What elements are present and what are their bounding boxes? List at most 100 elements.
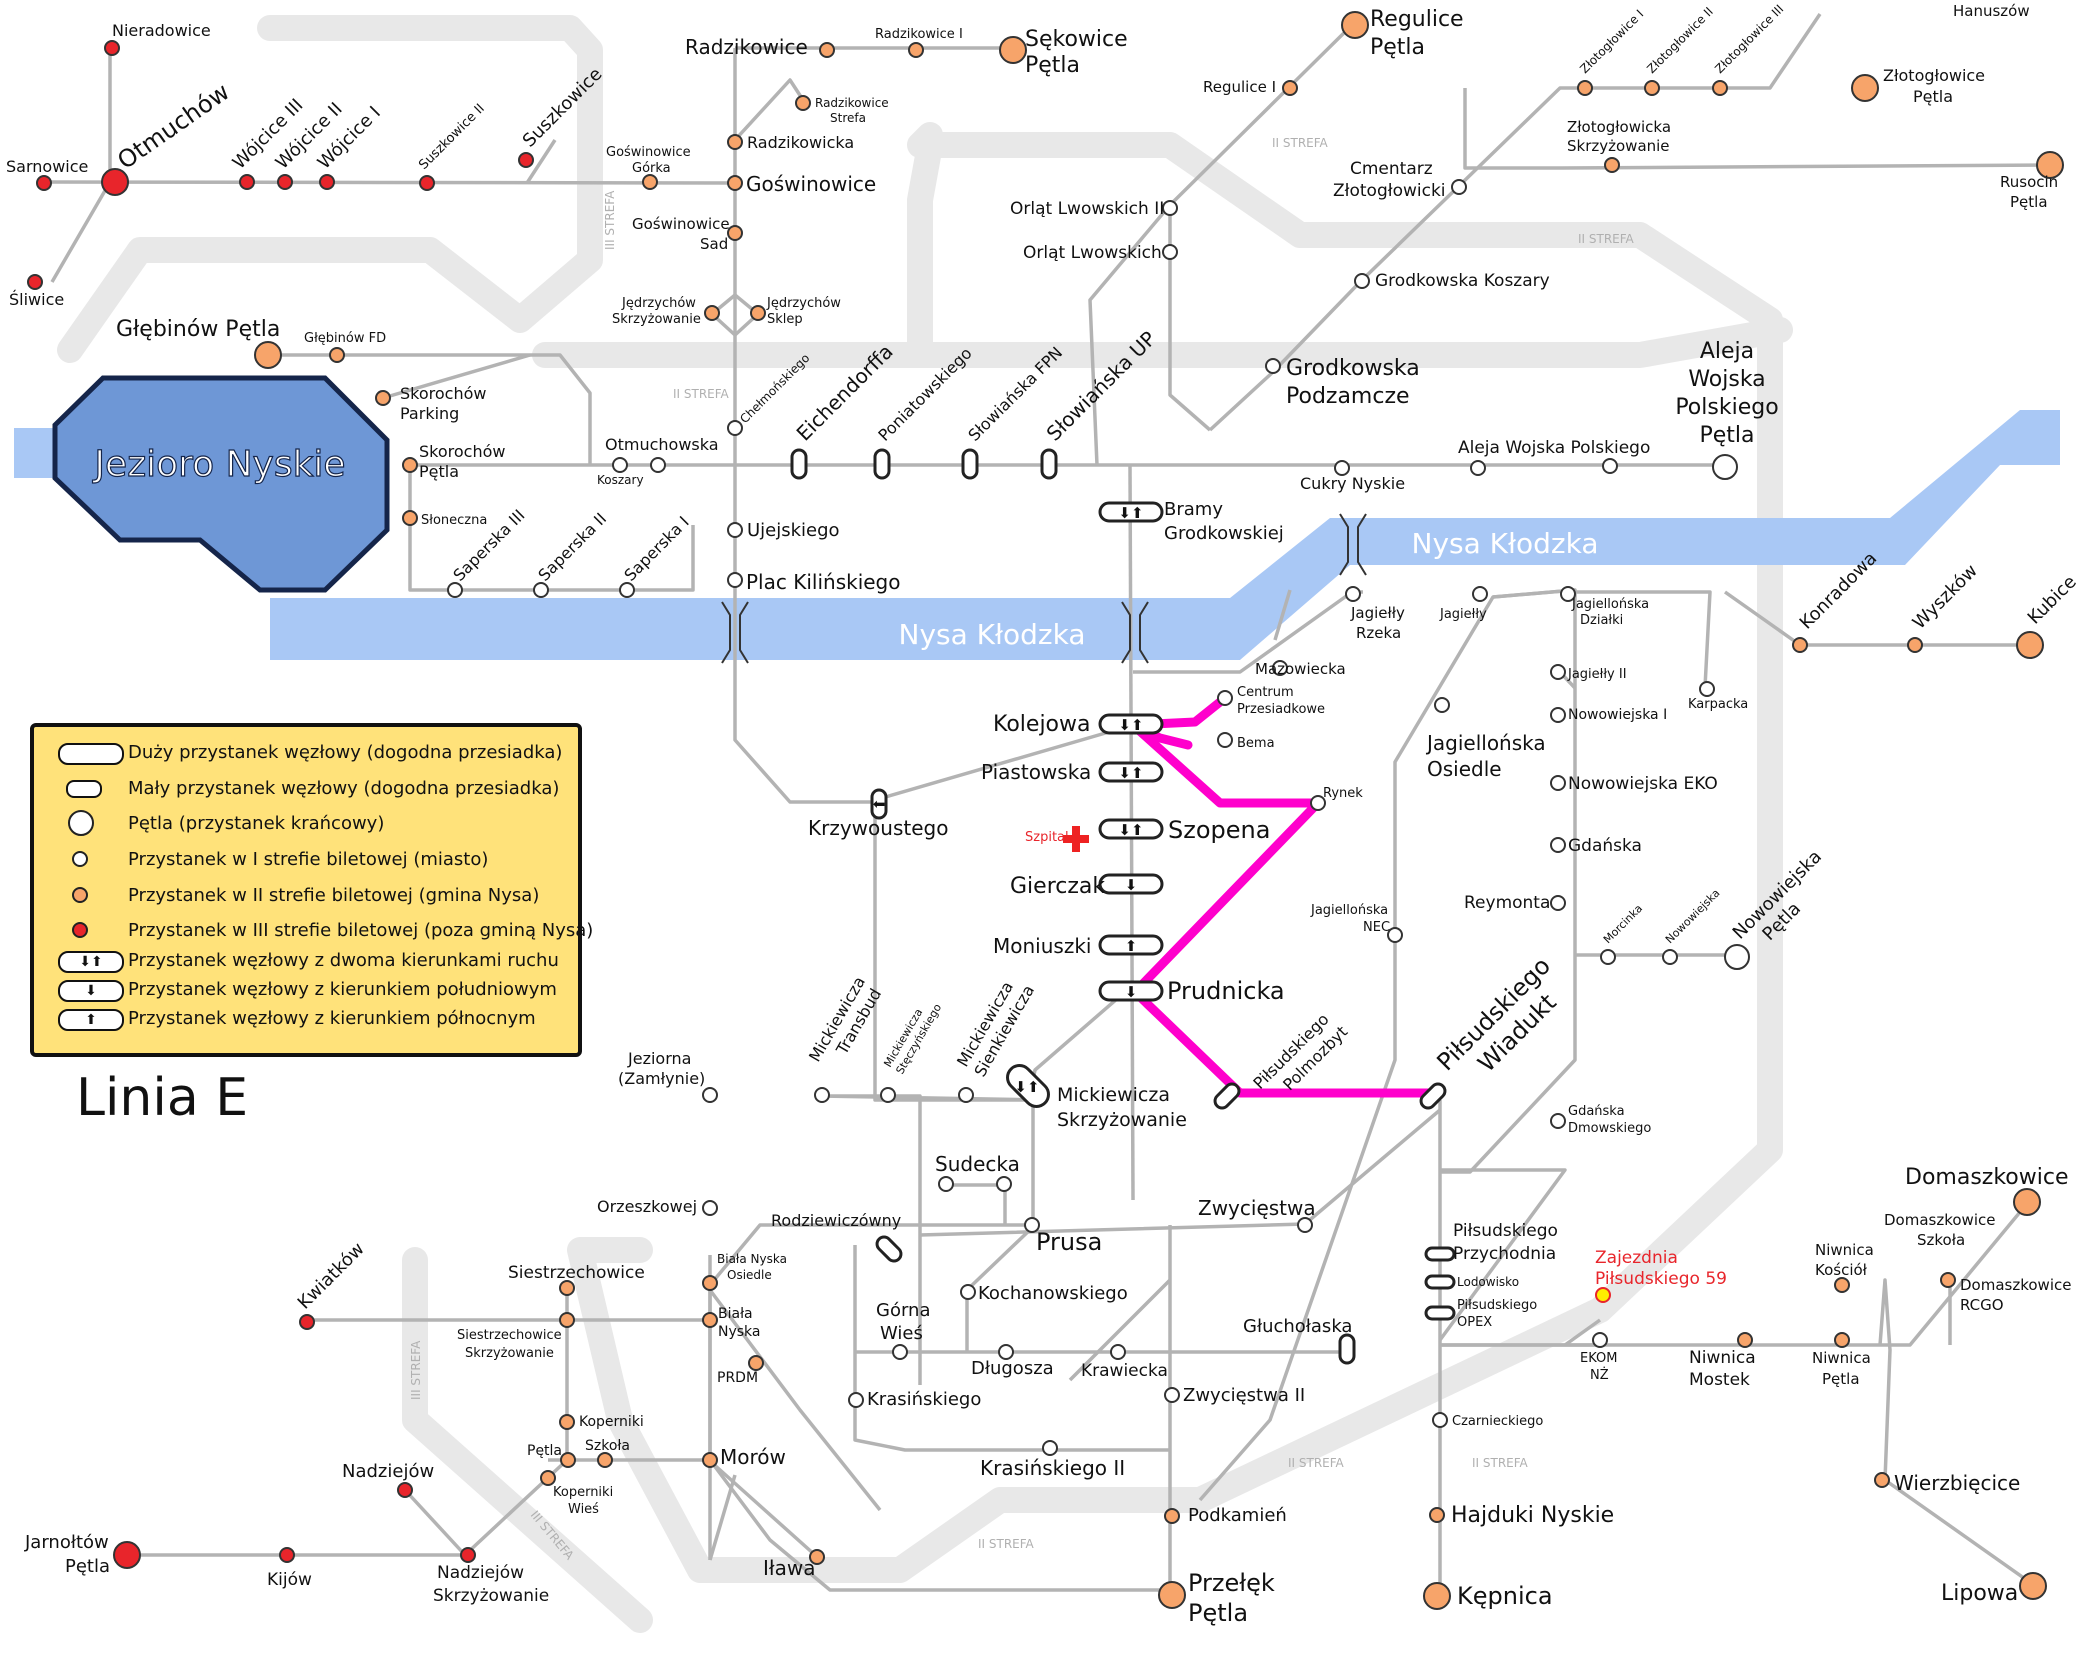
label-mick-steczynskiego: MickiewiczaStęczyńskiego bbox=[881, 994, 944, 1076]
stops-zone-2 bbox=[254, 11, 2064, 1610]
label-kwiatkow: Kwiatków bbox=[294, 1238, 369, 1313]
label-morow: Morów bbox=[720, 1445, 786, 1469]
svg-text:⬇⬆: ⬇⬆ bbox=[1118, 504, 1143, 522]
label-zwyciestwa: Zwycięstwa bbox=[1198, 1196, 1316, 1220]
label-prudnicka: Prudnicka bbox=[1167, 977, 1285, 1005]
legend-row-zone2: Przystanek w II strefie biletowej (gmina… bbox=[56, 880, 539, 910]
zone-2-stop-icon bbox=[72, 887, 88, 903]
label-hajduki: Hajduki Nyskie bbox=[1451, 1503, 1614, 1528]
legend-row-north: ⬆ Przystanek węzłowy z kierunkiem północ… bbox=[56, 1003, 536, 1033]
label-szopena: Szopena bbox=[1168, 816, 1270, 844]
label-radzikowicka: Radzikowicka bbox=[747, 133, 854, 152]
label-krasinskiego2: Krasińskiego II bbox=[980, 1456, 1125, 1480]
legend-text: Przystanek w III strefie biletowej (poza… bbox=[128, 919, 594, 941]
map-title: Linia E bbox=[76, 1068, 249, 1128]
stops-zone-3 bbox=[27, 40, 534, 1569]
zone-3-stop-icon bbox=[72, 922, 88, 938]
svg-text:⬇⬆: ⬇⬆ bbox=[1014, 1078, 1039, 1096]
both-directions-icon: ⬇⬆ bbox=[58, 951, 124, 973]
label-wierzbiecice: Wierzbięcice bbox=[1894, 1471, 2020, 1495]
legend-text: Przystanek węzłowy z kierunkiem północny… bbox=[128, 1007, 536, 1029]
label-krasinskiego: Krasińskiego bbox=[867, 1389, 981, 1410]
label-sloneczna: Słoneczna bbox=[421, 513, 487, 528]
label-moniuszki: Moniuszki bbox=[993, 934, 1091, 958]
label-petla-kop: Pętla bbox=[527, 1443, 562, 1459]
label-sliwice: Śliwice bbox=[9, 290, 64, 309]
label-glucholaska: Głuchołaska bbox=[1243, 1316, 1352, 1337]
label-koszary: Koszary bbox=[597, 473, 644, 487]
label-otmuchowska: Otmuchowska bbox=[605, 435, 719, 454]
large-hub-icon bbox=[58, 743, 124, 765]
zone-bands bbox=[57, 15, 1793, 1633]
label-podkamien: Podkamień bbox=[1188, 1505, 1287, 1526]
label-ujejskiego: Ujejskiego bbox=[747, 520, 840, 541]
label-otmuchow: Otmuchów bbox=[112, 78, 234, 175]
label-krzywoustego: Krzywoustego bbox=[808, 816, 948, 840]
label-radzikowice1: Radzikowice I bbox=[875, 27, 963, 42]
label-czarnieckiego: Czarnieckiego bbox=[1452, 1414, 1543, 1429]
label-siestrzechowice: Siestrzechowice bbox=[508, 1263, 645, 1283]
svg-text:⬇⬆: ⬇⬆ bbox=[1118, 821, 1143, 839]
label-domaszkowice: Domaszkowice bbox=[1905, 1165, 2068, 1190]
river-label-1: Nysa Kłodzka bbox=[1412, 527, 1599, 560]
label-zlotoglowice1: Złotogłowice I bbox=[1577, 7, 1646, 76]
river-nysa bbox=[270, 410, 2060, 660]
zone-label-ii-6: II STREFA bbox=[978, 1537, 1035, 1551]
svg-text:⬇: ⬇ bbox=[1125, 876, 1138, 894]
legend-text: Przystanek w I strefie biletowej (miasto… bbox=[128, 848, 489, 870]
legend-row-terminus: Pętla (przystanek krańcowy) bbox=[56, 808, 384, 838]
label-rynek: Rynek bbox=[1323, 786, 1363, 801]
label-zwyciestwa2: Zwycięstwa II bbox=[1183, 1385, 1305, 1406]
label-gierczak: Gierczak bbox=[1010, 874, 1105, 899]
legend-text: Przystanek w II strefie biletowej (gmina… bbox=[128, 884, 540, 906]
label-bema: Bema bbox=[1237, 736, 1275, 751]
label-orlat: Orląt Lwowskich bbox=[1023, 243, 1162, 263]
river-label-2: Nysa Kłodzka bbox=[899, 618, 1086, 651]
label-jeziorna: Jeziorna(Zamłynie) bbox=[618, 1049, 705, 1088]
label-wyszkow: Wyszków bbox=[1909, 560, 1982, 633]
label-kepnica: Kępnica bbox=[1457, 1582, 1553, 1610]
legend-text: Przystanek węzłowy z dwoma kierunkami ru… bbox=[128, 949, 559, 971]
legend: Duży przystanek węzłowy (dogodna przesia… bbox=[30, 723, 593, 1057]
label-suszkowice2: Suszkowice II bbox=[416, 101, 488, 173]
zone-label-ii-1: II STREFA bbox=[1272, 136, 1329, 150]
label-plac-kilinskiego: Plac Kilińskiego bbox=[746, 570, 900, 594]
legend-row-both-dir: ⬇⬆ Przystanek węzłowy z dwoma kierunkami… bbox=[56, 945, 559, 975]
north-arrow-icon: ⬆ bbox=[58, 1009, 124, 1031]
label-jagielly2: Jagiełły II bbox=[1567, 667, 1627, 682]
label-zlotoglowice3: Złotogłowice III bbox=[1712, 2, 1786, 76]
bridges bbox=[721, 513, 1367, 664]
label-nowowiejska-petla-1: NowowiejskaPętla bbox=[1729, 846, 1842, 959]
label-dlugosza: Długosza bbox=[971, 1358, 1054, 1379]
label-mazowiecka: Mazowiecka bbox=[1255, 660, 1346, 678]
label-lipowa: Lipowa bbox=[1941, 1581, 2018, 1606]
label-cukry: Cukry Nyskie bbox=[1300, 474, 1405, 493]
label-gdanska: Gdańska bbox=[1568, 836, 1642, 856]
label-radzikowice: Radzikowice bbox=[685, 35, 808, 59]
label-krawiecka: Krawiecka bbox=[1081, 1361, 1168, 1381]
label-nowowiejska1: Nowowiejska I bbox=[1568, 707, 1667, 723]
